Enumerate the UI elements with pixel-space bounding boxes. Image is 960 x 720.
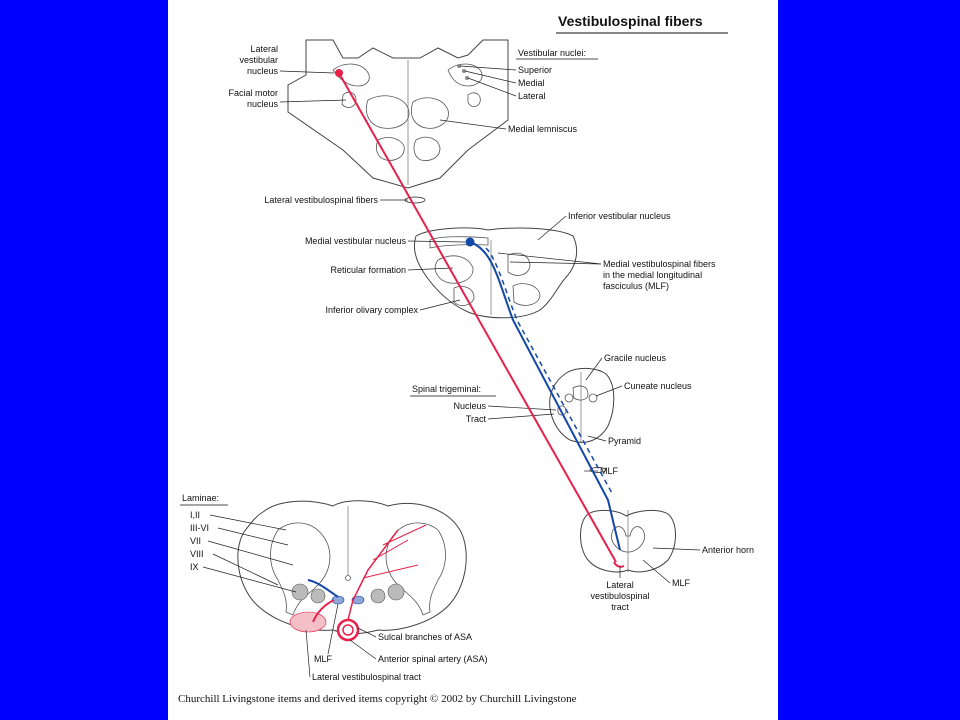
label-lamina-ix: IX bbox=[190, 562, 199, 572]
label-lateral-vestibular-nucleus-2: vestibular bbox=[239, 55, 278, 65]
vestibulospinal-diagram: Vestibulospinal fibers Lateral vestibula… bbox=[178, 13, 754, 705]
medial-vestibulospinal-pathway bbox=[469, 241, 621, 551]
small-cord-labels: Anterior horn MLF Lateral vestibulospina… bbox=[590, 545, 754, 612]
figure-title: Vestibulospinal fibers bbox=[558, 13, 703, 29]
caudal-medulla-section bbox=[549, 367, 615, 443]
large-cord-labels: Laminae: I,II III-VI VII VIII IX Sulcal … bbox=[180, 493, 488, 682]
pons-section bbox=[287, 39, 509, 189]
label-lateral-vs-tract-bottom: Lateral vestibulospinal tract bbox=[312, 672, 422, 682]
lateral-vestibulospinal-tract-area bbox=[289, 611, 327, 633]
label-lamina-iii-vi: III-VI bbox=[190, 523, 209, 533]
label-reticular-formation: Reticular formation bbox=[330, 265, 406, 275]
figure-panel: Vestibulospinal fibers Lateral vestibula… bbox=[168, 0, 778, 720]
label-medial: Medial bbox=[518, 78, 545, 88]
caudal-medulla-labels: Gracile nucleus Cuneate nucleus Spinal t… bbox=[410, 353, 692, 476]
label-lamina-viii: VIII bbox=[190, 549, 204, 559]
label-tract: Tract bbox=[466, 414, 487, 424]
label-facial-motor-nucleus-1: Facial motor bbox=[228, 88, 278, 98]
label-pyramid: Pyramid bbox=[608, 436, 641, 446]
label-lateral-vs-tract-cord-3: tract bbox=[611, 602, 629, 612]
label-nucleus: Nucleus bbox=[453, 401, 486, 411]
label-spinal-trigeminal-header: Spinal trigeminal: bbox=[412, 384, 481, 394]
label-medial-vs-fibers-2: in the medial longitudinal bbox=[603, 270, 702, 280]
label-medial-vs-fibers-1: Medial vestibulospinal fibers bbox=[603, 259, 716, 269]
small-spinal-cord-section bbox=[580, 509, 676, 573]
label-facial-motor-nucleus-2: nucleus bbox=[247, 99, 279, 109]
label-gracile-nucleus: Gracile nucleus bbox=[604, 353, 667, 363]
label-medial-lemniscus: Medial lemniscus bbox=[508, 124, 578, 134]
label-lateral-vestibular-nucleus-1: Lateral bbox=[250, 44, 278, 54]
label-laminae-header: Laminae: bbox=[182, 493, 219, 503]
label-superior: Superior bbox=[518, 65, 552, 75]
label-lateral-vestibulospinal-fibers: Lateral vestibulospinal fibers bbox=[264, 195, 378, 205]
lateral-vestibulospinal-pathway bbox=[338, 72, 617, 563]
label-mlf-medulla: MLF bbox=[600, 466, 619, 476]
label-cuneate-nucleus: Cuneate nucleus bbox=[624, 381, 692, 391]
label-medial-vs-fibers-3: fasciculus (MLF) bbox=[603, 281, 669, 291]
label-vestibular-nuclei-header: Vestibular nuclei: bbox=[518, 48, 586, 58]
label-lamina-vii: VII bbox=[190, 536, 201, 546]
label-anterior-horn: Anterior horn bbox=[702, 545, 754, 555]
label-lateral-vestibular-nucleus-3: nucleus bbox=[247, 66, 279, 76]
label-lamina-i-ii: I,II bbox=[190, 510, 200, 520]
label-mlf-cord: MLF bbox=[672, 578, 691, 588]
label-inferior-vestibular-nucleus: Inferior vestibular nucleus bbox=[568, 211, 671, 221]
label-lateral: Lateral bbox=[518, 91, 546, 101]
label-anterior-spinal-artery: Anterior spinal artery (ASA) bbox=[378, 654, 488, 664]
label-medial-vestibular-nucleus: Medial vestibular nucleus bbox=[305, 236, 407, 246]
label-mlf-bottom: MLF bbox=[314, 654, 333, 664]
label-lateral-vs-tract-cord-2: vestibulospinal bbox=[590, 591, 649, 601]
medulla-labels: Lateral vestibulospinal fibers Inferior … bbox=[264, 195, 716, 315]
pathways bbox=[338, 72, 621, 563]
label-inferior-olivary-complex: Inferior olivary complex bbox=[325, 305, 418, 315]
label-lateral-vs-tract-cord-1: Lateral bbox=[606, 580, 634, 590]
large-spinal-cord-section bbox=[237, 500, 467, 642]
pons-labels: Lateral vestibular nucleus Facial motor … bbox=[228, 44, 598, 134]
copyright-notice: Churchill Livingstone items and derived … bbox=[178, 693, 577, 705]
label-sulcal-branches: Sulcal branches of ASA bbox=[378, 632, 472, 642]
